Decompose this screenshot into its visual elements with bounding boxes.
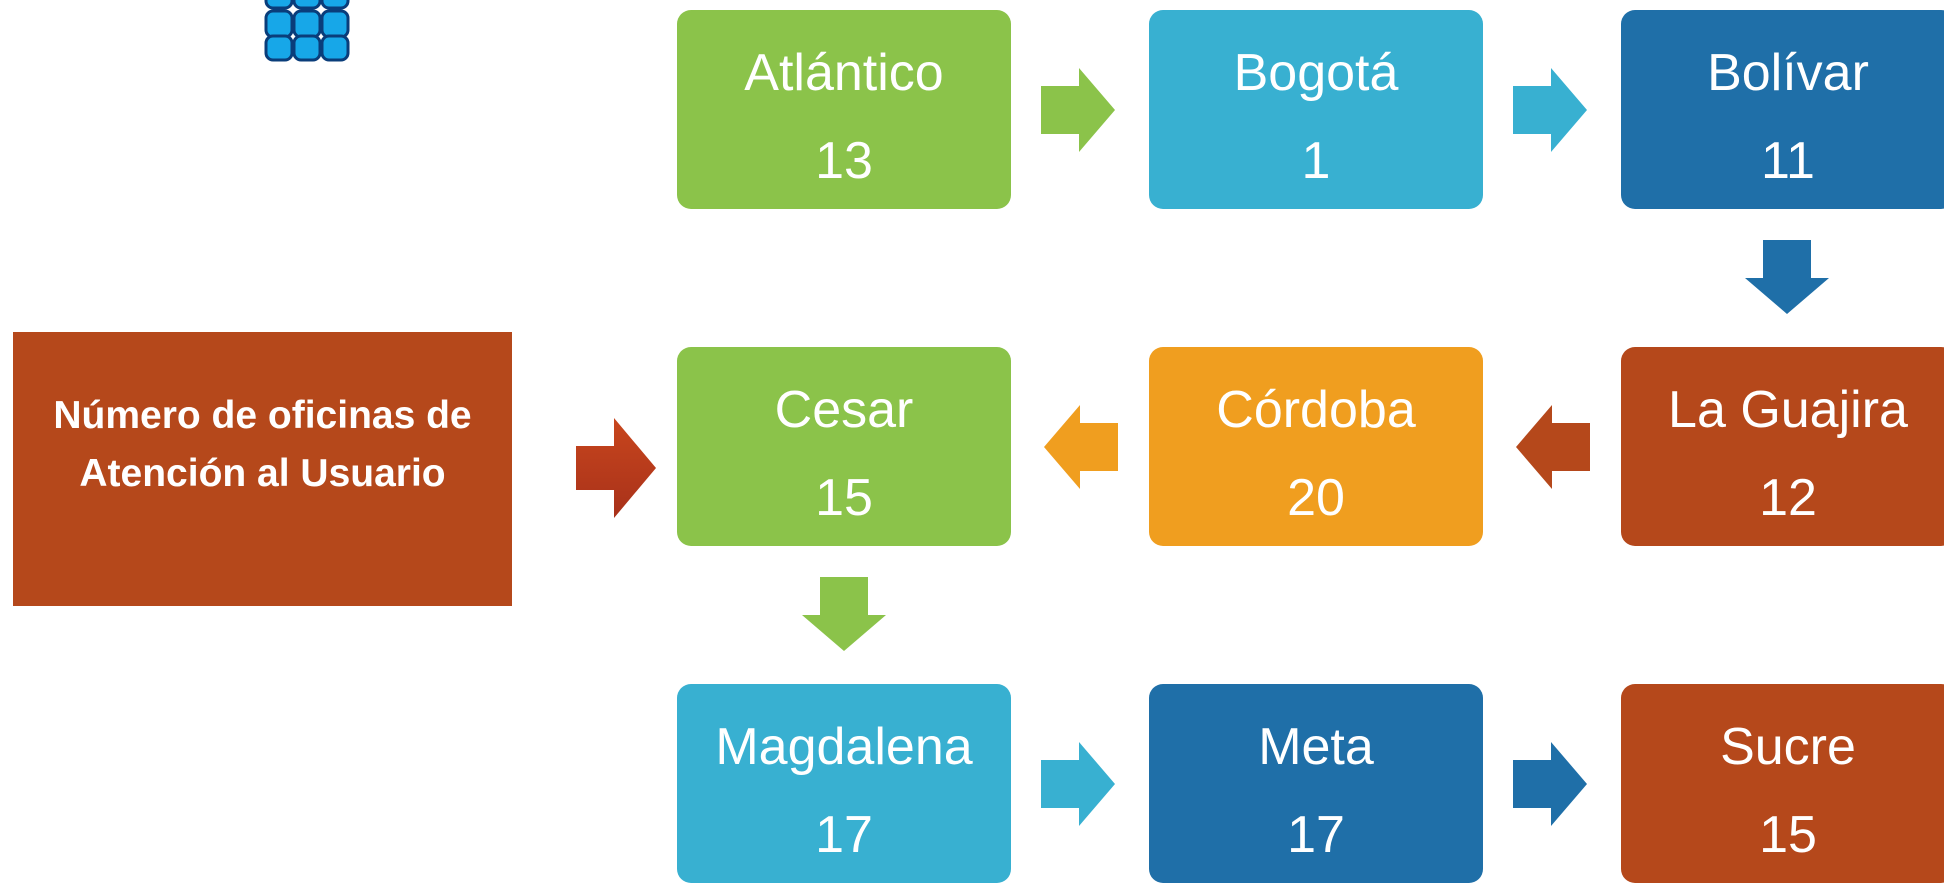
- arrow-left-icon: [1516, 405, 1590, 489]
- office-node-cordoba: Córdoba 20: [1149, 347, 1483, 546]
- office-count: 1: [1301, 132, 1331, 190]
- office-node-la-guajira: La Guajira 12: [1621, 347, 1944, 546]
- office-count: 17: [1287, 806, 1345, 864]
- arrow-right-icon: [1513, 68, 1587, 152]
- office-name: La Guajira: [1668, 381, 1908, 439]
- office-count: 13: [815, 132, 873, 190]
- arrow-right-icon: [1513, 742, 1587, 826]
- office-node-sucre: Sucre 15: [1621, 684, 1944, 883]
- grid-logo-icon: [264, 0, 350, 62]
- arrow-right-icon: [1041, 742, 1115, 826]
- arrow-down-icon: [802, 577, 886, 651]
- office-node-meta: Meta 17: [1149, 684, 1483, 883]
- office-name: Bolívar: [1707, 44, 1869, 102]
- office-name: Córdoba: [1216, 381, 1416, 439]
- office-count: 20: [1287, 469, 1345, 527]
- office-count: 11: [1761, 132, 1815, 190]
- office-name: Meta: [1258, 718, 1374, 776]
- office-name: Cesar: [774, 381, 914, 439]
- arrow-left-icon: [1044, 405, 1118, 489]
- office-count: 12: [1759, 469, 1817, 527]
- office-count: 15: [815, 469, 873, 527]
- diagram-title: Número de oficinas de Atención al Usuari…: [53, 394, 472, 495]
- office-name: Magdalena: [715, 718, 973, 776]
- office-name: Sucre: [1720, 718, 1856, 776]
- office-name: Bogotá: [1233, 44, 1399, 102]
- office-node-cesar: Cesar 15: [677, 347, 1011, 546]
- office-node-bogota: Bogotá 1: [1149, 10, 1483, 209]
- arrow-right-icon: [576, 418, 656, 518]
- office-count: 15: [1759, 806, 1817, 864]
- diagram-title-box: Número de oficinas de Atención al Usuari…: [13, 332, 512, 606]
- arrow-down-icon: [1745, 240, 1829, 314]
- arrow-right-icon: [1041, 68, 1115, 152]
- office-name: Atlántico: [744, 44, 944, 102]
- office-count: 17: [815, 806, 873, 864]
- office-node-bolivar: Bolívar 11: [1621, 10, 1944, 209]
- office-node-atlantico: Atlántico 13: [677, 10, 1011, 209]
- office-node-magdalena: Magdalena 17: [677, 684, 1011, 883]
